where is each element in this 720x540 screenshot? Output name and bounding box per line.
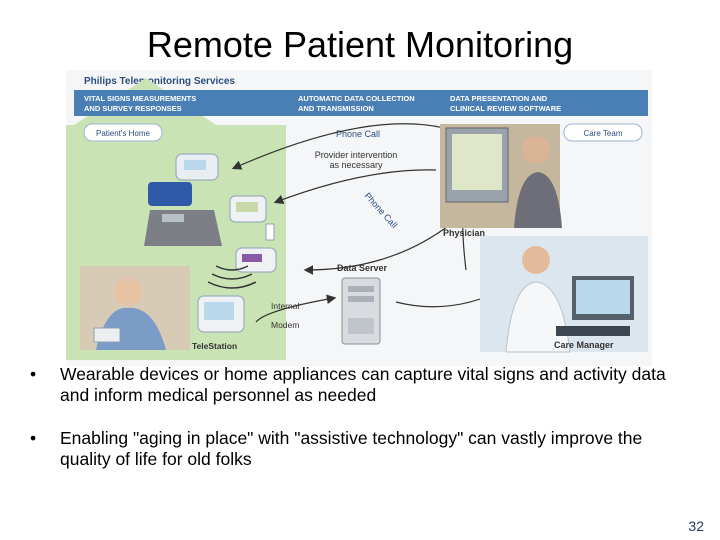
physician-body: [514, 172, 562, 228]
care-manager-keyboard: [556, 326, 630, 336]
page-number: 32: [688, 518, 704, 534]
care-manager-head: [522, 246, 550, 274]
internal-modem-line1: Internal: [271, 301, 299, 311]
physician-label: Physician: [443, 228, 485, 238]
care-team-label: Care Team: [584, 129, 623, 138]
bullet-dot: •: [30, 428, 37, 448]
test-strip: [265, 223, 275, 241]
patients-home-label: Patient's Home: [96, 129, 151, 138]
phone-call-arrow: [231, 123, 445, 170]
physician-monitor-screen: [452, 134, 502, 190]
telestation-label: TeleStation: [192, 341, 237, 351]
bullet-text: Enabling "aging in place" with "assistiv…: [60, 428, 643, 469]
patients-home-pill: [83, 123, 163, 142]
provider-intervention-line1: Provider intervention: [315, 150, 398, 160]
patient-head: [114, 278, 142, 306]
server-drive-bay-1: [348, 286, 374, 292]
header-col1-line2: AND SURVEY RESPONSES: [84, 104, 182, 113]
bullet-text: Wearable devices or home appliances can …: [60, 364, 666, 405]
telestation-screen: [204, 302, 234, 320]
phone-call-label: Phone Call: [336, 129, 380, 139]
telemonitoring-diagram: Philips Telemonitoring Services VITAL SI…: [66, 70, 652, 366]
brand-title: Philips Telemonitoring Services: [84, 76, 235, 87]
header-col1-line1: VITAL SIGNS MEASUREMENTS: [84, 94, 196, 103]
care-manager-label: Care Manager: [554, 340, 614, 350]
modem-to-server-arrow: [255, 294, 337, 323]
bullet-dot: •: [30, 364, 37, 384]
header-col2-line1: AUTOMATIC DATA COLLECTION: [298, 94, 415, 103]
glucose-meter-screen: [236, 202, 258, 212]
wireless-signal-icon: [207, 265, 257, 289]
bp-monitor-screen: [184, 160, 206, 170]
header-col3-line1: DATA PRESENTATION AND: [450, 94, 548, 103]
pulse-oximeter-screen: [242, 254, 262, 262]
bp-cuff: [148, 182, 192, 206]
header-col3-line2: CLINICAL REVIEW SOFTWARE: [450, 104, 561, 113]
patient-bp-device: [93, 327, 121, 343]
server-vent: [348, 318, 374, 334]
data-server-label: Data Server: [337, 263, 388, 273]
care-manager-monitor-screen: [576, 280, 630, 314]
care-manager-coat: [505, 281, 571, 353]
care-team-pill: [563, 123, 643, 142]
provider-intervention-line2: as necessary: [329, 160, 383, 170]
slide-title: Remote Patient Monitoring: [146, 24, 574, 65]
physician-head: [522, 136, 550, 164]
server-drive-bay-2: [348, 296, 374, 302]
header-bar: [74, 90, 648, 116]
bullet-item: • Enabling "aging in place" with "assist…: [30, 428, 690, 470]
header-col2-line2: AND TRANSMISSION: [298, 104, 374, 113]
scale-display: [162, 214, 184, 222]
intervention-arrow: [273, 169, 437, 204]
bullet-item: • Wearable devices or home appliances ca…: [30, 364, 690, 406]
bullet-list: • Wearable devices or home appliances ca…: [30, 364, 690, 492]
diagram-canvas: Philips Telemonitoring Services VITAL SI…: [66, 70, 652, 366]
internal-modem-line2: Modem: [271, 320, 299, 330]
